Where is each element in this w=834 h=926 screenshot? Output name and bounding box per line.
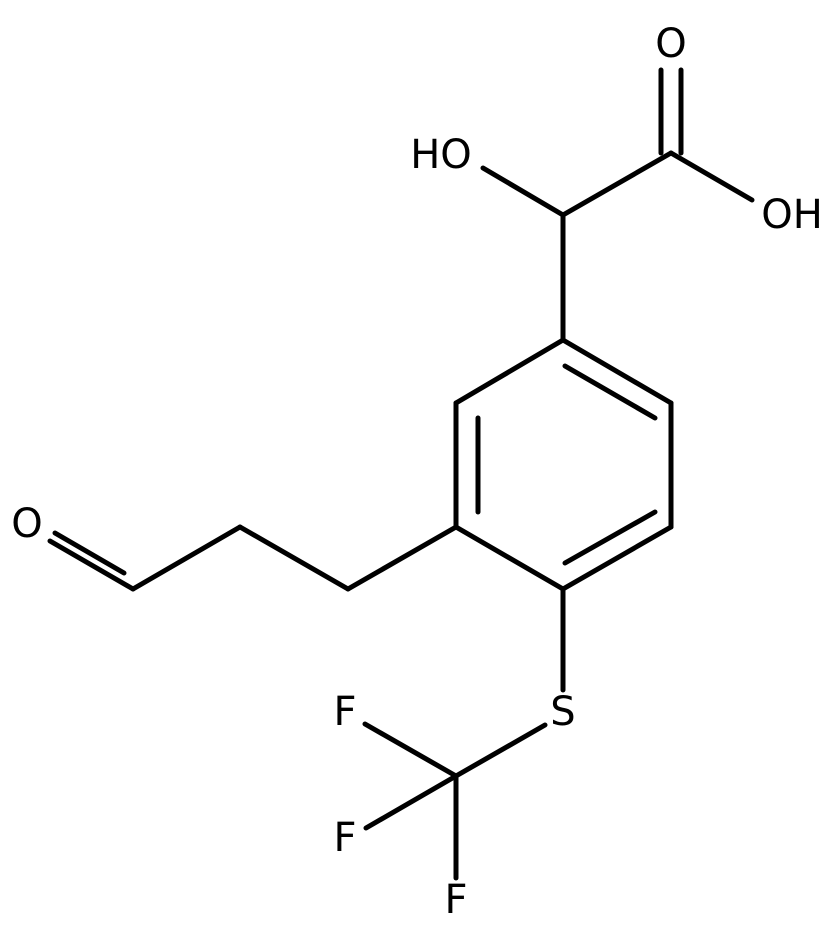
atom-label-fluorine-left: F — [333, 815, 356, 861]
ring-bond-c1-c2 — [560, 337, 674, 406]
atom-labels: O HO OH O S F F F — [11, 21, 823, 923]
ring-bond-c4-c5 — [453, 524, 566, 592]
bond-aldehyde-double-a — [47, 538, 136, 592]
atom-label-aldehyde-oxygen: O — [11, 501, 42, 547]
bond-sulfur-to-cf3 — [453, 722, 548, 779]
ring-bond-c6-c1 — [453, 337, 566, 406]
bond-alpha-carbon-to-carboxyl — [560, 150, 674, 218]
ring-bond-c3-c4 — [560, 524, 674, 592]
trifluoromethylthio-group — [362, 586, 566, 881]
atom-label-sulfur: S — [550, 689, 575, 735]
atom-label-fluorine-top: F — [333, 689, 356, 735]
bond-alpha-carbon-to-hydroxyl — [480, 165, 566, 218]
bond-cf3-to-f-top — [362, 721, 459, 779]
ring-inner-double-bond-1 — [562, 363, 658, 421]
atom-label-alpha-hydroxyl: HO — [410, 132, 472, 178]
atom-label-acid-hydroxyl: OH — [761, 192, 823, 238]
bond-carboxyl-to-hydroxyl — [668, 150, 755, 203]
benzene-ring — [453, 337, 674, 592]
bond-ring-to-ch2-a — [345, 524, 459, 592]
bond-cf3-to-f-left — [363, 773, 459, 831]
bond-ch2-a-to-ch2-b — [237, 524, 351, 592]
mandelic-acid-group — [480, 67, 755, 343]
bond-aldehyde-double-b — [52, 530, 127, 576]
ring-inner-double-bond-2 — [562, 509, 658, 566]
atom-label-fluorine-bottom: F — [444, 877, 467, 923]
atom-label-carbonyl-oxygen: O — [655, 21, 686, 67]
oxopropyl-chain — [47, 524, 459, 592]
bond-ch2-b-to-cho — [130, 524, 243, 592]
